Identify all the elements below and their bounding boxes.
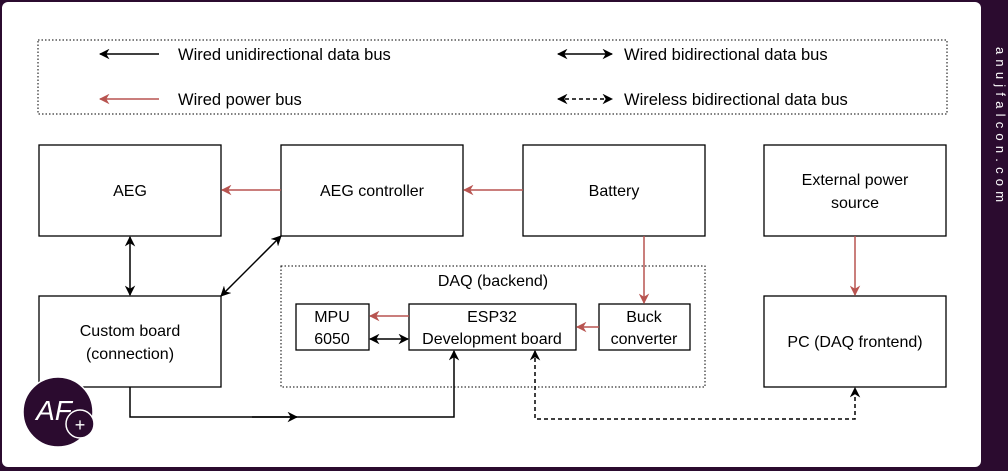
legend-wired-bi-label: Wired bidirectional data bus — [624, 46, 828, 64]
af-logo-icon: AF + — [22, 376, 95, 448]
custom-board-label-2: (connection) — [86, 346, 174, 363]
aeg-block — [38, 144, 222, 237]
wireless-esp32-pc — [529, 349, 861, 420]
pc-label: PC (DAQ frontend) — [787, 334, 922, 351]
external-power-block — [763, 144, 947, 237]
esp32-label-2: Development board — [422, 331, 562, 348]
battery-label: Battery — [589, 183, 640, 200]
buck-block — [598, 303, 691, 351]
data-custom-board-controller — [220, 235, 282, 297]
legend-box — [37, 39, 948, 115]
mpu-label-2: 6050 — [314, 331, 350, 348]
external-power-label-2: source — [831, 195, 879, 212]
diagram-canvas: Wired unidirectional data bus Wired bidi… — [2, 2, 981, 467]
legend-wired-uni-label: Wired unidirectional data bus — [178, 46, 391, 64]
watermark-text: anujfalcon.com — [993, 47, 1008, 208]
aeg-controller-label: AEG controller — [320, 183, 425, 200]
sidebar-strip — [981, 0, 1008, 471]
buck-label-1: Buck — [626, 309, 663, 326]
external-power-label-1: External power — [802, 172, 909, 189]
daq-backend-group — [280, 265, 706, 388]
battery-block — [522, 144, 706, 237]
legend-wireless-label: Wireless bidirectional data bus — [624, 91, 848, 109]
system-diagram: Wired unidirectional data bus Wired bidi… — [37, 39, 948, 423]
aeg-controller-block — [280, 144, 464, 237]
mpu-label-1: MPU — [314, 309, 350, 326]
custom-board-label-1: Custom board — [80, 323, 181, 340]
buck-label-2: converter — [611, 331, 678, 348]
logo-plus: + — [75, 415, 86, 435]
esp32-label-1: ESP32 — [467, 309, 517, 326]
daq-backend-label: DAQ (backend) — [438, 273, 548, 290]
legend-power-label: Wired power bus — [178, 91, 302, 109]
custom-board-block — [38, 295, 222, 388]
mpu-block — [295, 303, 370, 351]
aeg-label: AEG — [113, 183, 147, 200]
